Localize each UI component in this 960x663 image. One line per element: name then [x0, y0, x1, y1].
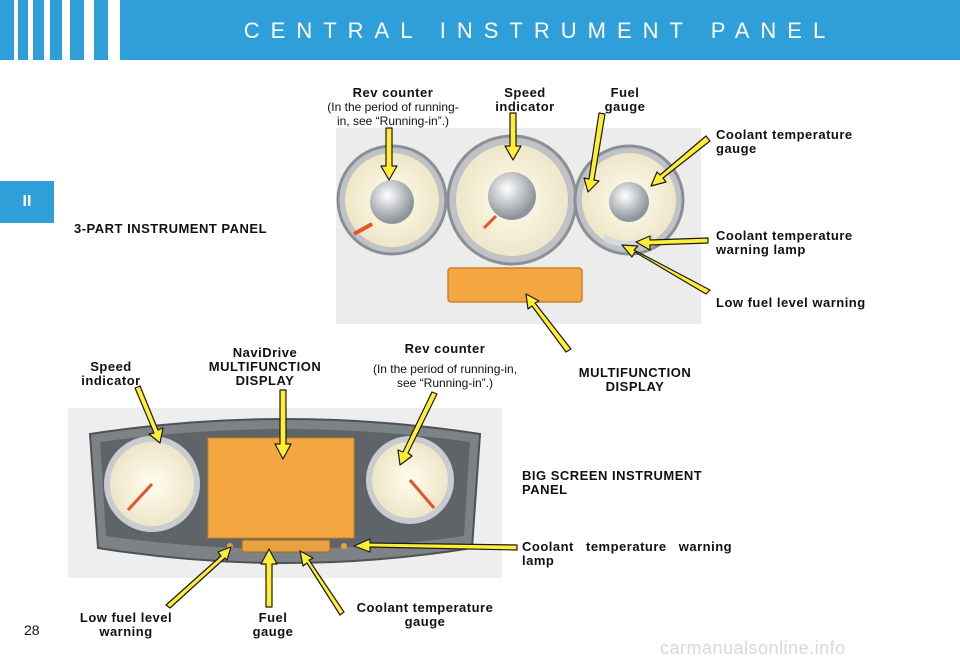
- header-stripe: [108, 0, 120, 60]
- chapter-tab: II: [0, 181, 54, 223]
- header-stripe: [28, 0, 33, 60]
- rev-counter-title: Rev counter: [352, 85, 434, 100]
- label-fuel-gauge: Fuel gauge: [586, 86, 664, 114]
- big-screen-title-line-1: BIG SCREEN INSTRUMENT: [522, 468, 703, 483]
- page-title: CENTRAL INSTRUMENT PANEL: [243, 18, 837, 43]
- page-header: CENTRAL INSTRUMENT PANEL: [0, 0, 960, 60]
- big-screen-title-line-2: PANEL: [522, 482, 568, 497]
- watermark: carmanualsonline.info: [660, 638, 846, 658]
- big-low-fuel-line-2: warning: [99, 624, 153, 639]
- label-big-fuel-gauge: Fuel gauge: [238, 611, 308, 639]
- fuel-gauge-line-2: gauge: [604, 99, 646, 114]
- header-stripe: [44, 0, 50, 60]
- three-part-panel-drawing: [336, 134, 685, 303]
- big-rev-note-1: (In the period of running-in,: [372, 362, 518, 376]
- big-fuel-line-1: Fuel: [258, 610, 288, 625]
- label-big-low-fuel: Low fuel level warning: [64, 611, 188, 639]
- rev-counter-note-2: in, see “Running-in”.): [336, 114, 450, 128]
- big-speed-line-1: Speed: [90, 359, 132, 374]
- three-part-panel-illustration: [336, 128, 701, 324]
- big-screen-title: BIG SCREEN INSTRUMENT PANEL: [522, 469, 762, 497]
- label-multifunction-display: MULTIFUNCTION DISPLAY: [560, 366, 710, 394]
- label-big-speed-indicator: Speed indicator: [66, 360, 156, 388]
- navidrive-line-1: NaviDrive: [232, 345, 298, 360]
- label-low-fuel: Low fuel level warning: [716, 295, 866, 310]
- multifunction-line-1: MULTIFUNCTION: [578, 365, 692, 380]
- big-coolant-lamp-line-1: Coolant temperature warning: [522, 539, 733, 554]
- coolant-gauge-line-2: gauge: [716, 141, 757, 156]
- rev-counter-note-1: (In the period of running-: [327, 100, 459, 114]
- fuel-gauge-line-1: Fuel: [610, 85, 640, 100]
- page-number: 28: [24, 622, 40, 638]
- big-screen-panel-illustration: [68, 408, 502, 578]
- header-stripe: [84, 0, 94, 60]
- navidrive-line-2: MULTIFUNCTION: [208, 359, 322, 374]
- label-big-coolant-lamp: Coolant temperature warning lamp: [522, 540, 772, 568]
- navidrive-line-3: DISPLAY: [235, 373, 295, 388]
- coolant-gauge-line-1: Coolant temperature: [716, 127, 853, 142]
- header-stripe: [14, 0, 18, 60]
- big-fuel-line-2: gauge: [252, 624, 294, 639]
- big-coolant-gauge-line-2: gauge: [404, 614, 446, 629]
- three-part-title: 3-PART INSTRUMENT PANEL: [74, 221, 268, 236]
- coolant-lamp-line-2: warning lamp: [716, 242, 806, 257]
- label-navidrive: NaviDrive MULTIFUNCTION DISPLAY: [190, 346, 340, 388]
- header-stripe: [62, 0, 70, 60]
- big-coolant-lamp-line-2: lamp: [522, 553, 555, 568]
- label-coolant-lamp: Coolant temperature warning lamp: [716, 229, 916, 257]
- speed-indicator-line-2: indicator: [495, 99, 555, 114]
- label-speed-indicator: Speed indicator: [483, 86, 567, 114]
- coolant-lamp-line-1: Coolant temperature: [716, 228, 853, 243]
- big-coolant-gauge-line-1: Coolant temperature: [356, 600, 494, 615]
- big-rev-note-2: see “Running-in”.): [396, 376, 494, 390]
- big-low-fuel-line-1: Low fuel level: [79, 610, 173, 625]
- label-big-rev-counter: Rev counter (In the period of running-in…: [350, 341, 540, 391]
- big-speed-line-2: indicator: [81, 373, 141, 388]
- label-coolant-gauge: Coolant temperature gauge: [716, 128, 916, 156]
- speed-indicator-line-1: Speed: [504, 85, 546, 100]
- chapter-tab-label: II: [22, 193, 32, 210]
- label-rev-counter: Rev counter (In the period of running- i…: [300, 85, 486, 129]
- label-big-coolant-gauge: Coolant temperature gauge: [340, 601, 510, 629]
- big-rev-title: Rev counter: [404, 341, 486, 356]
- big-screen-panel-drawing: [88, 418, 482, 564]
- multifunction-line-2: DISPLAY: [605, 379, 665, 394]
